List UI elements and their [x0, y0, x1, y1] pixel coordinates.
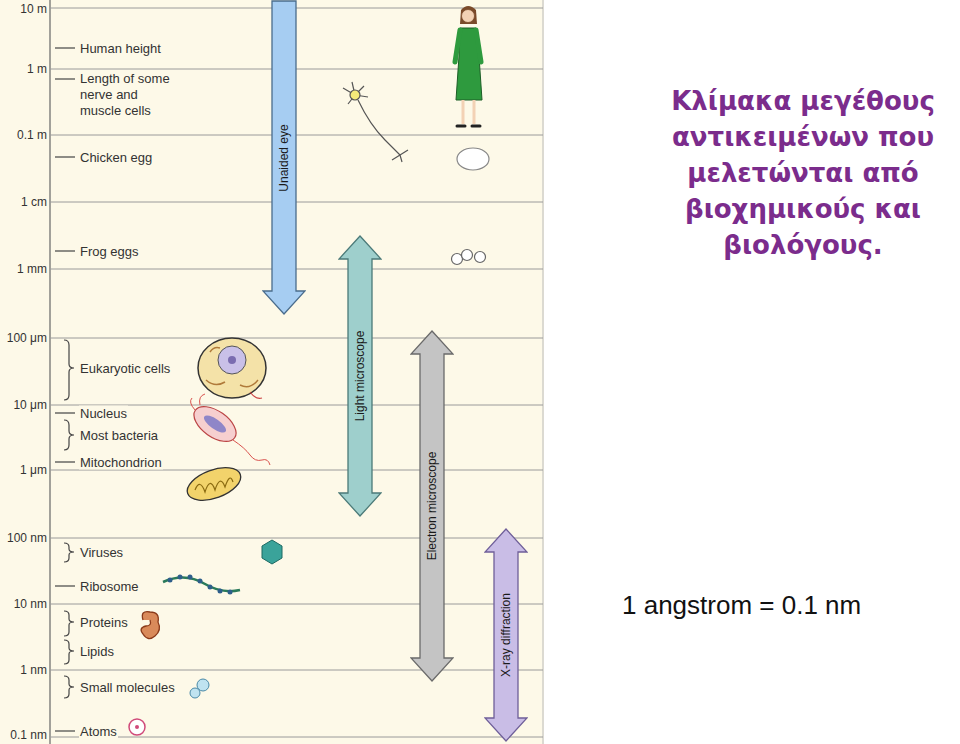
axis-label: 10 nm [0, 597, 47, 611]
axis-label: 1 cm [0, 195, 47, 209]
axis-label: 10 μm [0, 398, 47, 412]
range-arrow: Unaided eye [262, 0, 306, 315]
human-figure [455, 6, 482, 126]
virus [262, 540, 282, 564]
arrow-label: Electron microscope [425, 452, 439, 561]
range-arrow: Electron microscope [410, 330, 454, 682]
object-label: Lipids [79, 644, 115, 659]
object-label: Chicken egg [79, 150, 153, 165]
chicken-egg [457, 148, 489, 170]
axis-label: 0.1 nm [0, 728, 47, 742]
axis-label: 1 nm [0, 663, 47, 677]
arrow-label: X-ray diffraction [499, 593, 513, 677]
object-label: Mitochondrion [79, 455, 163, 470]
title: Κλίμακα μεγέθους αντικειμένων που μελετώ… [652, 84, 954, 263]
object-label: Most bacteria [79, 428, 159, 443]
object-label: Ribosome [79, 579, 140, 594]
note: 1 angstrom = 0.1 nm [622, 590, 861, 621]
object-label: Viruses [79, 545, 124, 560]
bacterium [188, 394, 270, 465]
arrow-label: Light microscope [353, 331, 367, 422]
object-label: Length of some nerve and muscle cells [79, 71, 179, 119]
object-label: Human height [79, 41, 162, 56]
frog-eggs [452, 250, 486, 265]
object-label: Eukaryotic cells [79, 361, 171, 376]
neuron [343, 82, 408, 162]
object-label: Proteins [79, 615, 129, 630]
axis-label: 1 mm [0, 262, 47, 276]
object-label: Atoms [79, 724, 118, 739]
object-label: Frog eggs [79, 244, 140, 259]
eukaryotic-cell [198, 338, 266, 398]
object-label: Small molecules [79, 680, 176, 695]
axis-label: 1 μm [0, 463, 47, 477]
axis-label: 1 m [0, 62, 47, 76]
small-molecule [190, 679, 209, 698]
protein [141, 612, 159, 639]
atom [129, 719, 145, 735]
range-arrow: Light microscope [338, 235, 382, 517]
axis-label: 0.1 m [0, 128, 47, 142]
ribosome-chain [163, 575, 240, 595]
axis-label: 100 μm [0, 331, 47, 345]
object-label: Nucleus [79, 406, 128, 421]
mitochondrion [183, 461, 245, 506]
axis-label: 100 nm [0, 531, 47, 545]
arrow-label: Unaided eye [277, 124, 291, 191]
axis-label: 10 m [0, 2, 47, 16]
range-arrow: X-ray diffraction [484, 528, 528, 742]
